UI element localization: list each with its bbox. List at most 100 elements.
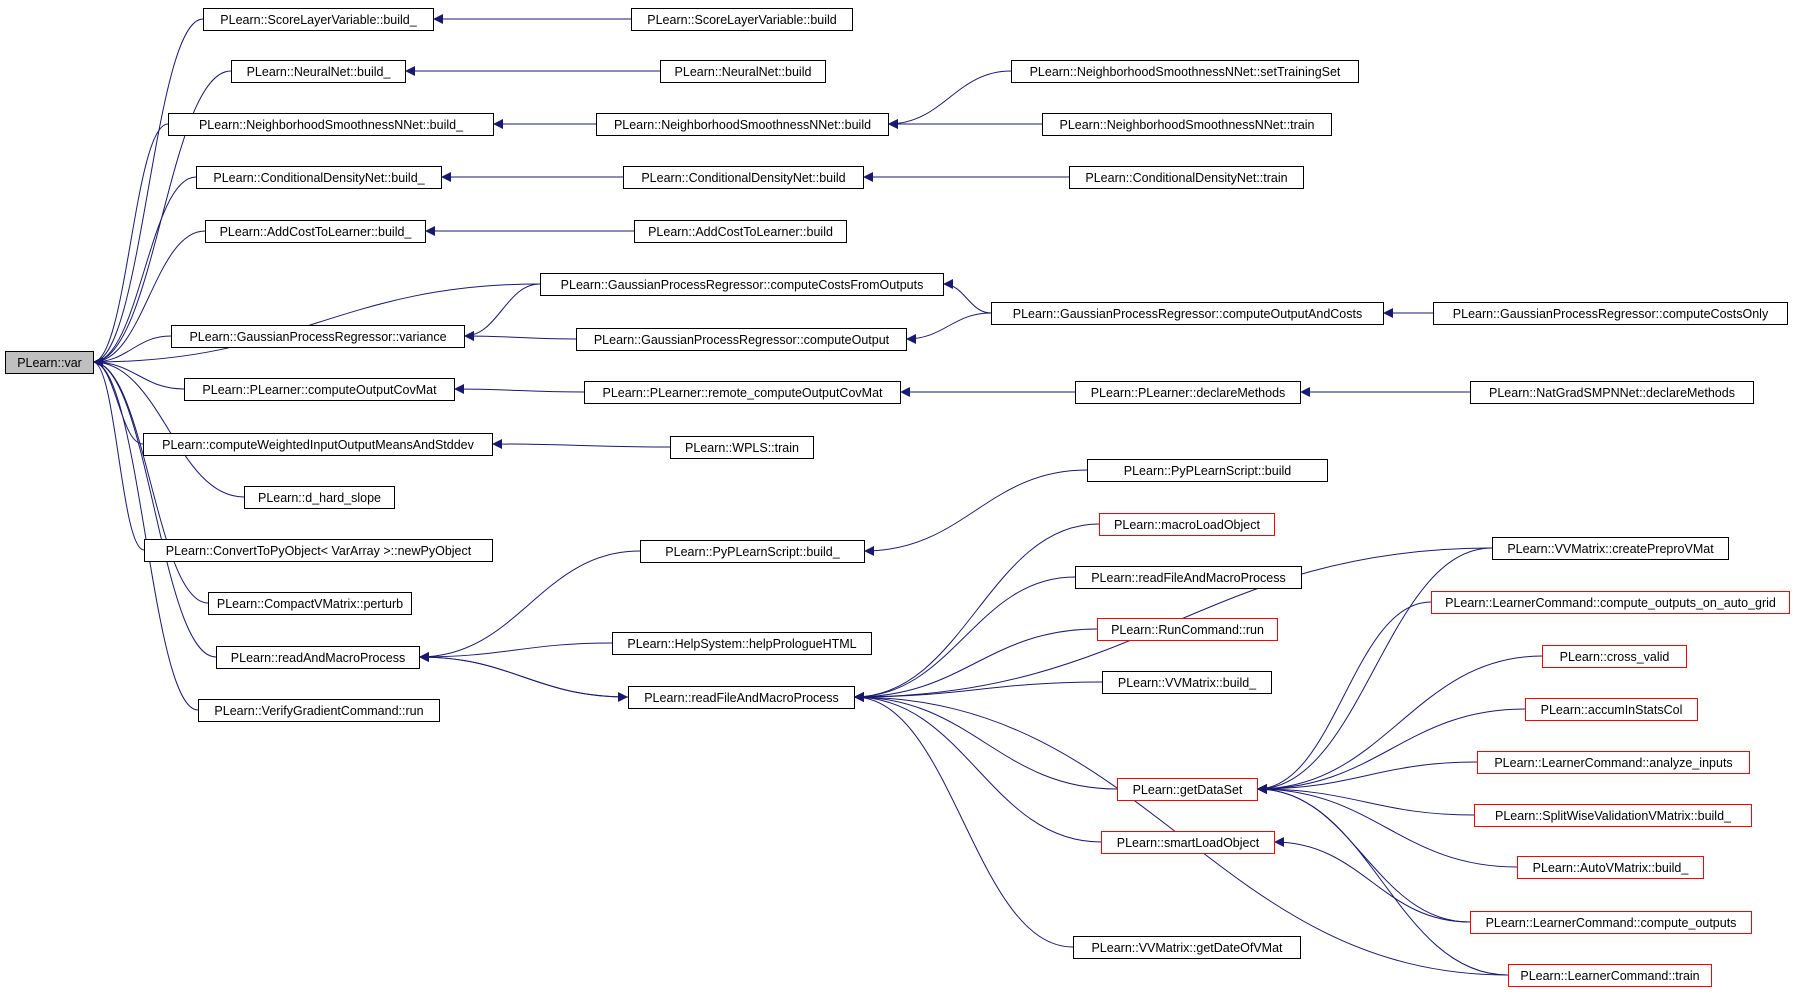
edge-gpr-ccfo-to-var	[92, 283, 541, 367]
node-box	[1470, 381, 1754, 404]
node-vvm-gdov[interactable]: PLearn::VVMatrix::getDateOfVMat	[1073, 936, 1301, 959]
node-box	[612, 632, 872, 655]
node-pl-dm[interactable]: PLearn::PLearner::declareMethods	[1075, 381, 1301, 404]
node-nn-build[interactable]: PLearn::NeuralNet::build	[660, 60, 826, 83]
edge-vvm-gdov-to-rfamp	[853, 692, 1074, 948]
node-slv-build-u[interactable]: PLearn::ScoreLayerVariable::build_	[203, 8, 434, 31]
edge-macroload-to-rfamp	[853, 523, 1100, 702]
node-label: PLearn::HelpSystem::helpPrologueHTML	[627, 637, 856, 651]
node-label: PLearn::LearnerCommand::train	[1520, 969, 1699, 983]
edge-vvm-cpv-to-getds	[1256, 547, 1493, 794]
node-label: PLearn::NeuralNet::build_	[247, 65, 392, 79]
node-box	[1087, 459, 1328, 482]
node-box	[660, 60, 826, 83]
node-lc-ai[interactable]: PLearn::LearnerCommand::analyze_inputs	[1477, 751, 1750, 774]
node-dhs[interactable]: PLearn::d_hard_slope	[244, 486, 395, 509]
node-label: PLearn::readFileAndMacroProcess	[1091, 571, 1286, 585]
edge-cross-valid-to-getds	[1256, 655, 1543, 794]
node-actl-build[interactable]: PLearn::AddCostToLearner::build	[634, 220, 847, 243]
node-box	[1474, 804, 1752, 827]
edge-gpr-ccfo-to-gpr-variance	[463, 283, 541, 341]
node-box	[143, 433, 493, 456]
node-cdn-build-u[interactable]: PLearn::ConditionalDensityNet::build_	[196, 166, 442, 189]
node-ctpo[interactable]: PLearn::ConvertToPyObject< VarArray >::n…	[144, 539, 493, 562]
node-accum[interactable]: PLearn::accumInStatsCol	[1525, 698, 1698, 721]
node-pyps-build[interactable]: PLearn::PyPLearnScript::build	[1087, 459, 1328, 482]
node-label: PLearn::ConditionalDensityNet::build_	[213, 171, 425, 185]
node-box	[628, 686, 855, 709]
node-ngs-dm[interactable]: PLearn::NatGradSMPNNet::declareMethods	[1470, 381, 1754, 404]
node-lc-co[interactable]: PLearn::LearnerCommand::compute_outputs	[1470, 911, 1752, 934]
node-vvm-build-u[interactable]: PLearn::VVMatrix::build_	[1102, 671, 1272, 694]
edges-layer	[92, 14, 1543, 976]
node-label: PLearn::ConditionalDensityNet::train	[1085, 171, 1287, 185]
node-avm-build-u[interactable]: PLearn::AutoVMatrix::build_	[1517, 856, 1704, 879]
edge-nsnn-build-u-to-var	[92, 123, 169, 367]
node-label: PLearn::NatGradSMPNNet::declareMethods	[1489, 386, 1735, 400]
node-box	[231, 60, 406, 83]
node-pl-cocm[interactable]: PLearn::PLearner::computeOutputCovMat	[184, 378, 455, 401]
node-rfamp[interactable]: PLearn::readFileAndMacroProcess	[628, 686, 855, 709]
node-wpls-train[interactable]: PLearn::WPLS::train	[670, 436, 814, 459]
node-box	[596, 113, 889, 136]
node-label: PLearn::ScoreLayerVariable::build	[647, 13, 837, 27]
node-ramp[interactable]: PLearn::readAndMacroProcess	[216, 646, 420, 669]
node-label: PLearn::GaussianProcessRegressor::comput…	[561, 278, 924, 292]
node-label: PLearn::computeWeightedInputOutputMeansA…	[162, 438, 475, 452]
node-smartload[interactable]: PLearn::smartLoadObject	[1101, 831, 1275, 854]
edge-gpr-co-to-gpr-variance	[463, 331, 577, 342]
node-cvm-perturb[interactable]: PLearn::CompactVMatrix::perturb	[208, 592, 412, 615]
node-cdn-train[interactable]: PLearn::ConditionalDensityNet::train	[1069, 166, 1304, 189]
node-pl-rcocm[interactable]: PLearn::PLearner::remote_computeOutputCo…	[584, 381, 901, 404]
node-macroload[interactable]: PLearn::macroLoadObject	[1099, 513, 1275, 536]
node-box	[244, 486, 395, 509]
node-label: PLearn::AutoVMatrix::build_	[1533, 861, 1690, 875]
node-nsnn-build-u[interactable]: PLearn::NeighborhoodSmoothnessNNet::buil…	[168, 113, 494, 136]
node-lc-train[interactable]: PLearn::LearnerCommand::train	[1508, 964, 1712, 987]
node-gpr-cco[interactable]: PLearn::GaussianProcessRegressor::comput…	[1433, 302, 1788, 325]
node-label: PLearn::PLearner::remote_computeOutputCo…	[602, 386, 883, 400]
node-lc-coag[interactable]: PLearn::LearnerCommand::compute_outputs_…	[1431, 591, 1790, 614]
node-box	[634, 220, 847, 243]
node-label: PLearn::NeighborhoodSmoothnessNNet::trai…	[1059, 118, 1314, 132]
nodes-layer: PLearn::varPLearn::ScoreLayerVariable::b…	[5, 8, 1790, 987]
node-gpr-ccfo[interactable]: PLearn::GaussianProcessRegressor::comput…	[540, 273, 944, 296]
node-nsnn-build[interactable]: PLearn::NeighborhoodSmoothnessNNet::buil…	[596, 113, 889, 136]
node-nsnn-train[interactable]: PLearn::NeighborhoodSmoothnessNNet::trai…	[1042, 113, 1332, 136]
node-box	[1517, 856, 1704, 879]
node-gpr-variance[interactable]: PLearn::GaussianProcessRegressor::varian…	[171, 325, 465, 348]
node-pyps-build-u[interactable]: PLearn::PyPLearnScript::build_	[640, 540, 865, 563]
node-label: PLearn::PLearner::declareMethods	[1091, 386, 1286, 400]
node-box	[5, 351, 94, 374]
node-actl-build-u[interactable]: PLearn::AddCostToLearner::build_	[205, 220, 426, 243]
node-label: PLearn::VerifyGradientCommand::run	[214, 704, 423, 718]
edge-lc-train-to-getds	[1256, 784, 1509, 976]
node-swv-build-u[interactable]: PLearn::SplitWiseValidationVMatrix::buil…	[1474, 804, 1752, 827]
node-vgc-run[interactable]: PLearn::VerifyGradientCommand::run	[198, 699, 440, 722]
node-label: PLearn::PyPLearnScript::build	[1124, 464, 1292, 478]
node-vvm-cpv[interactable]: PLearn::VVMatrix::createPreproVMat	[1492, 537, 1729, 560]
node-label: PLearn::ScoreLayerVariable::build_	[220, 13, 417, 27]
node-cdn-build[interactable]: PLearn::ConditionalDensityNet::build	[623, 166, 864, 189]
node-box	[576, 328, 907, 351]
node-box	[1099, 513, 1275, 536]
node-rfamp-r[interactable]: PLearn::readFileAndMacroProcess	[1075, 566, 1302, 589]
node-runcmd[interactable]: PLearn::RunCommand::run	[1097, 618, 1278, 641]
node-box	[171, 325, 465, 348]
node-gpr-coac[interactable]: PLearn::GaussianProcessRegressor::comput…	[991, 302, 1384, 325]
node-hs-hph[interactable]: PLearn::HelpSystem::helpPrologueHTML	[612, 632, 872, 655]
node-label: PLearn::RunCommand::run	[1111, 623, 1264, 637]
node-box	[670, 436, 814, 459]
node-getds[interactable]: PLearn::getDataSet	[1117, 778, 1258, 801]
node-cross-valid[interactable]: PLearn::cross_valid	[1542, 645, 1687, 668]
node-nn-build-u[interactable]: PLearn::NeuralNet::build_	[231, 60, 406, 83]
node-box	[1073, 936, 1301, 959]
edge-slv-build-u-to-var	[92, 18, 204, 367]
node-label: PLearn::ConvertToPyObject< VarArray >::n…	[166, 544, 472, 558]
node-box	[205, 220, 426, 243]
node-cwio[interactable]: PLearn::computeWeightedInputOutputMeansA…	[143, 433, 493, 456]
node-nsnn-setts[interactable]: PLearn::NeighborhoodSmoothnessNNet::setT…	[1011, 60, 1359, 83]
node-slv-build[interactable]: PLearn::ScoreLayerVariable::build	[631, 8, 853, 31]
node-gpr-co[interactable]: PLearn::GaussianProcessRegressor::comput…	[576, 328, 907, 351]
